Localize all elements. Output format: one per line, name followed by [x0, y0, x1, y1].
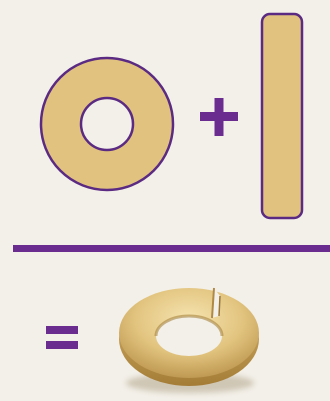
divider-line [13, 245, 330, 252]
annulus-shape [41, 58, 173, 190]
rectangle-strip-shape [262, 14, 302, 218]
torus-ring-shape [119, 288, 259, 393]
